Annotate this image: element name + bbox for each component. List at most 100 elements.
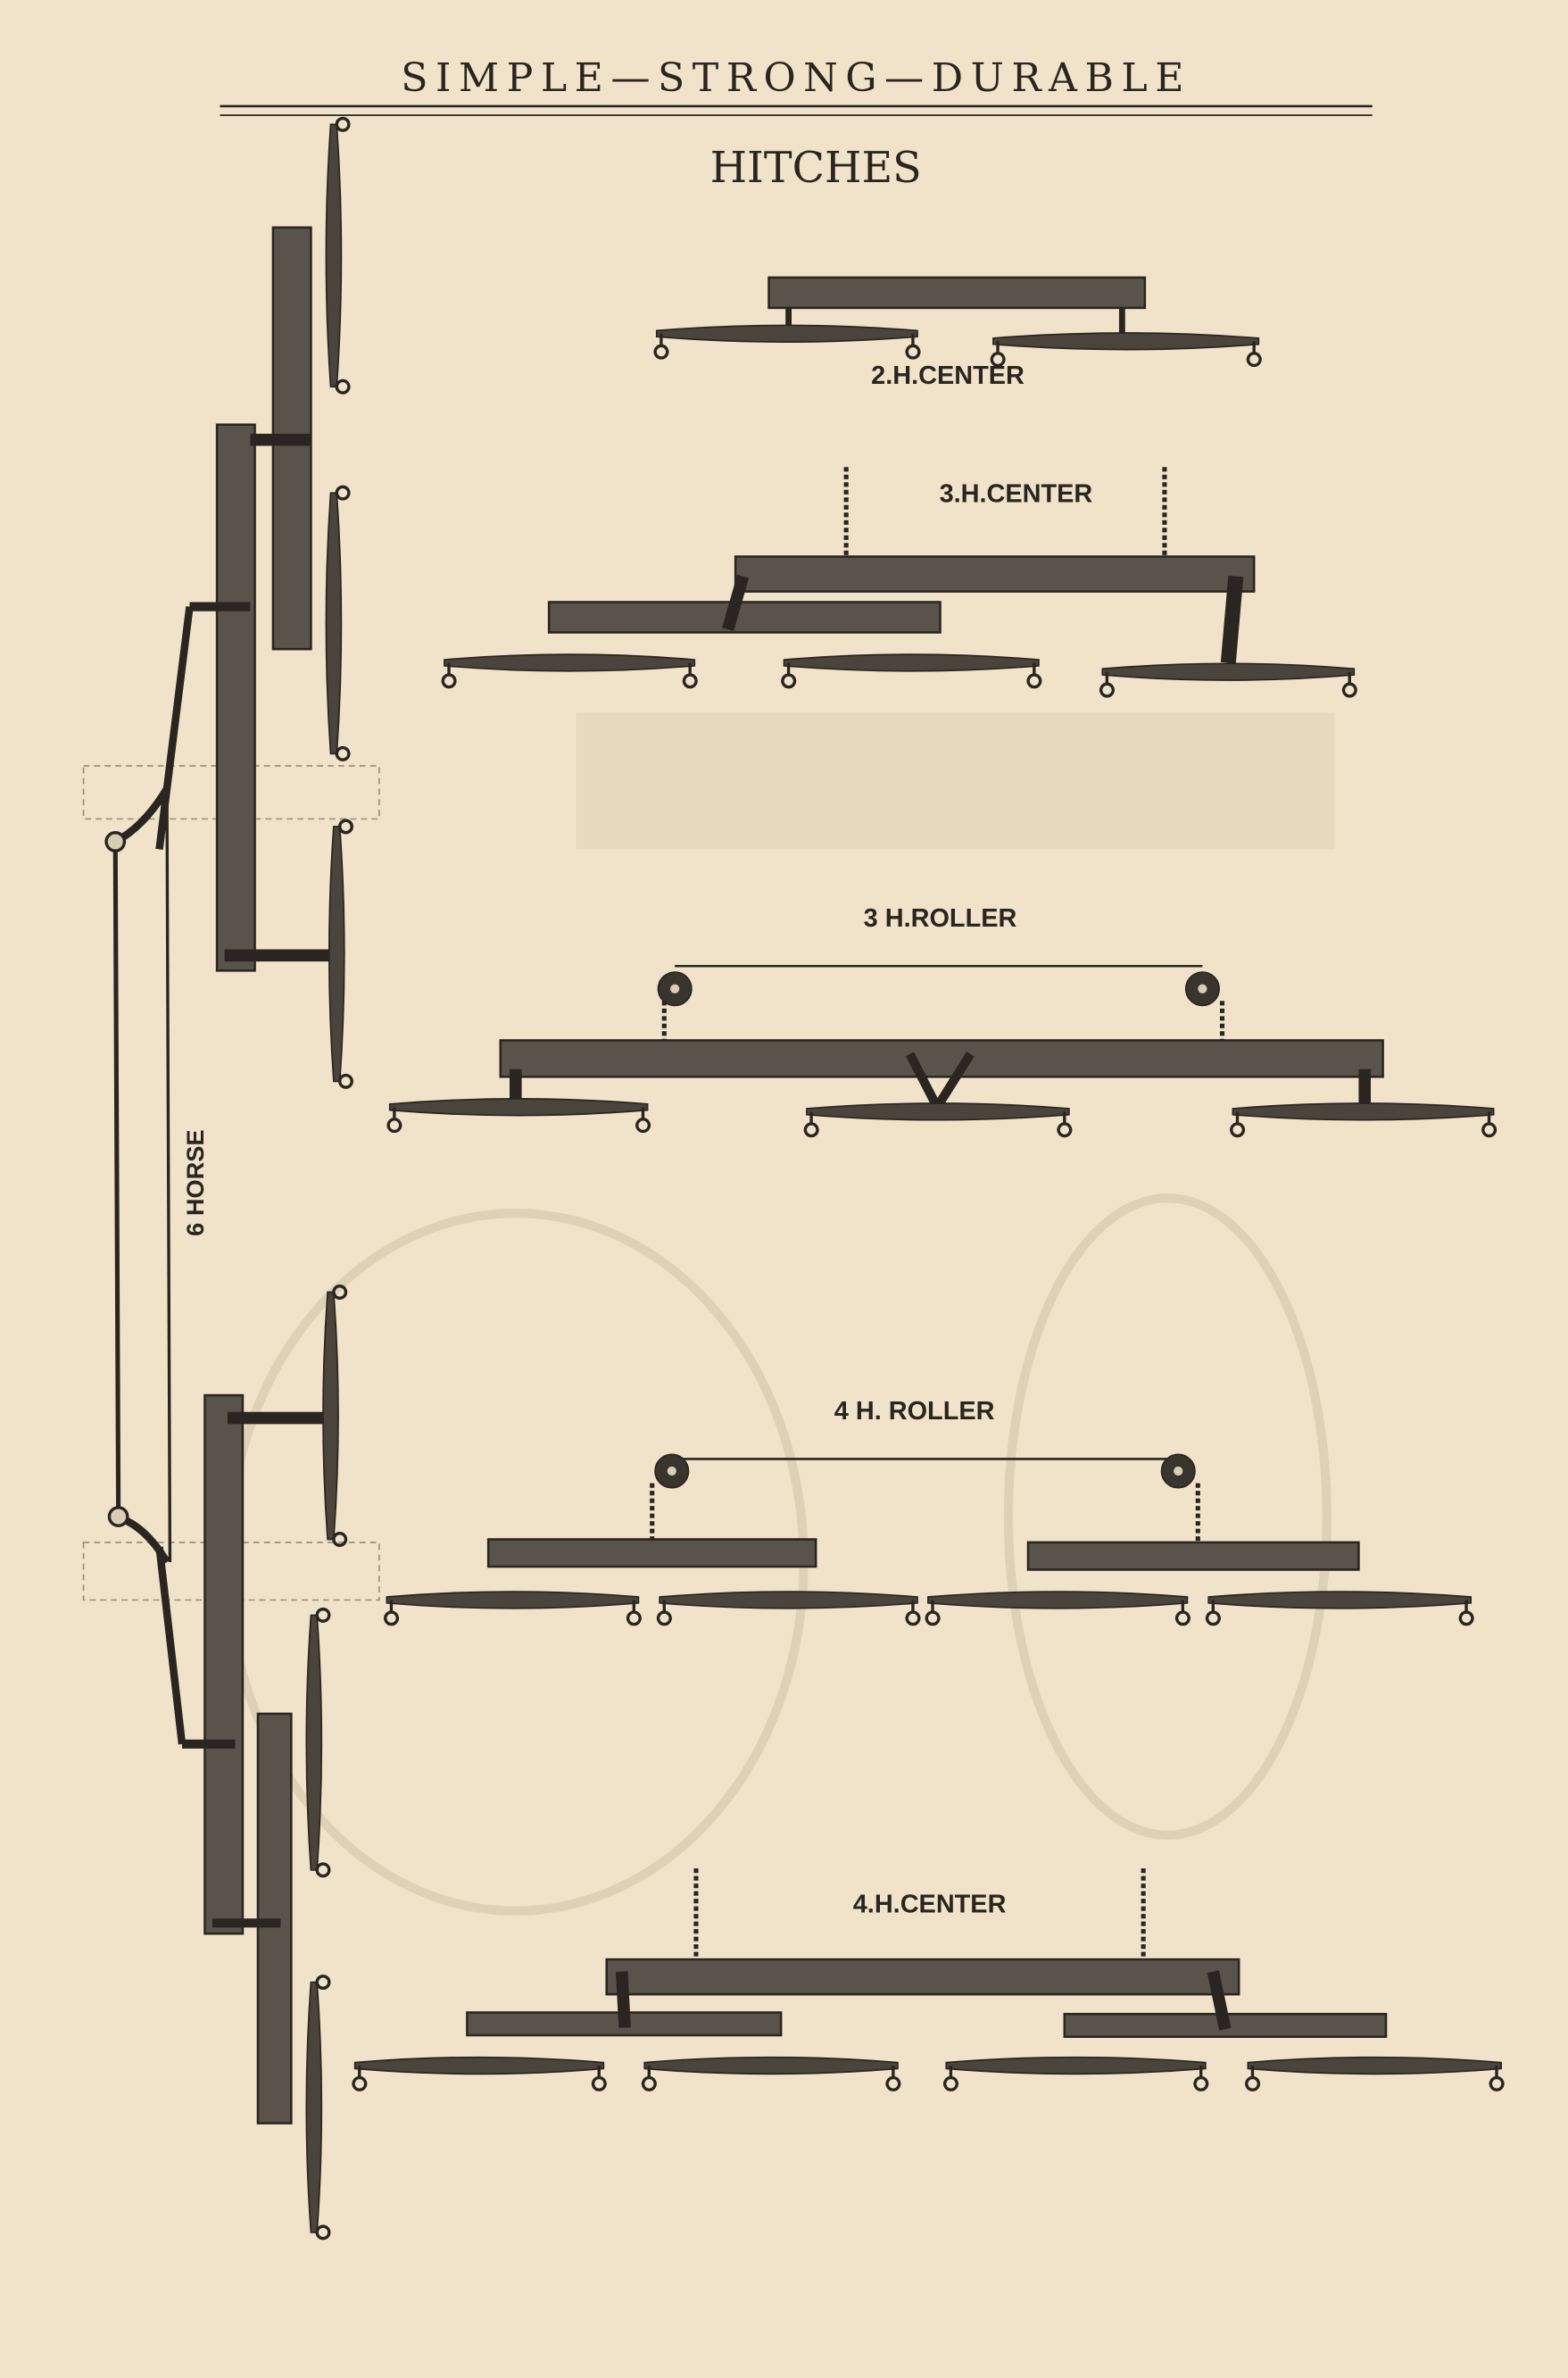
doubletree-bar <box>499 1039 1384 1078</box>
clevis-hook <box>905 333 921 360</box>
connecting-link <box>112 841 121 1517</box>
clevis-hook <box>781 662 797 689</box>
label-6-horse: 6 HORSE <box>181 1130 209 1236</box>
singletree <box>1101 662 1356 681</box>
clevis-hook <box>905 1600 921 1626</box>
clevis-hook <box>1174 1600 1191 1626</box>
label-4h-roller: 4 H. ROLLER <box>834 1397 995 1426</box>
singletree <box>328 826 345 1083</box>
singletree <box>1247 2056 1502 2075</box>
rocker-arm <box>113 786 170 1565</box>
page-title: HITCHES <box>710 144 922 193</box>
singletree <box>322 1291 339 1541</box>
clevis-hook <box>335 485 351 501</box>
doubletree-bar <box>1026 1541 1360 1571</box>
singletree <box>992 332 1260 351</box>
singletree <box>806 1102 1070 1121</box>
clevis-hook <box>1489 2066 1505 2091</box>
clevis-hook <box>384 1600 400 1626</box>
singletree <box>388 1098 649 1117</box>
clevis-hook <box>335 745 351 761</box>
singletree <box>927 1591 1189 1609</box>
clevis-hook <box>1026 662 1042 689</box>
clevis-hook <box>885 2066 901 2091</box>
clevis-hook <box>352 2066 368 2091</box>
clevis-hook <box>1341 671 1357 698</box>
singletree <box>444 653 696 672</box>
pivot <box>104 831 127 852</box>
pulley-hub <box>667 1466 676 1476</box>
label-3h-center: 3.H.CENTER <box>940 479 1093 508</box>
connecting-link <box>722 574 750 631</box>
clevis-hook <box>1245 2066 1261 2091</box>
label-4h-center: 4.H.CENTER <box>853 1890 1007 1918</box>
label-3h-roller: 3 H.ROLLER <box>864 904 1017 933</box>
clevis-hook <box>315 2224 331 2241</box>
clevis-hook <box>925 1600 941 1626</box>
singletree <box>655 324 918 343</box>
doubletree-bar <box>203 1393 245 1935</box>
singletree <box>1207 1591 1472 1609</box>
clevis-hook <box>338 819 353 835</box>
clevis-hook <box>441 662 457 689</box>
doubletree-bar <box>734 555 1256 593</box>
clevis-hook <box>626 1600 642 1626</box>
singletree <box>659 1591 918 1609</box>
clevis-hook <box>315 1862 331 1878</box>
connecting-link <box>615 1971 631 2028</box>
connecting-link <box>1220 575 1244 664</box>
running-title: SIMPLE—STRONG—DURABLE <box>401 55 1191 101</box>
clevis-hook <box>1205 1600 1221 1626</box>
wagon-pole-outline <box>82 765 380 820</box>
connecting-link <box>155 606 194 850</box>
singletree <box>305 1614 323 1871</box>
clevis-hook <box>942 2066 958 2091</box>
clevis-hook <box>1246 341 1262 368</box>
clevis-hook <box>332 1285 348 1301</box>
doubletree-bar <box>547 601 942 634</box>
singletree <box>305 1981 323 2233</box>
singletree <box>1232 1102 1495 1121</box>
clevis-hook <box>335 378 351 395</box>
clevis-hook <box>682 662 698 689</box>
singletree <box>353 2056 605 2075</box>
doubletree-bar <box>486 1538 817 1568</box>
clevis-hook <box>315 1607 331 1623</box>
clevis-hook <box>656 1600 672 1626</box>
pulley-hub <box>670 984 680 994</box>
pulley-hub <box>1174 1466 1183 1476</box>
clevis-hook <box>1193 2066 1209 2091</box>
singletree <box>945 2056 1207 2075</box>
connecting-link <box>1207 1970 1232 2031</box>
connecting-link <box>165 788 172 1562</box>
clevis-hook <box>641 2066 657 2091</box>
clevis-hook <box>1458 1600 1474 1626</box>
pulley-hub <box>1198 984 1207 994</box>
clevis-hook <box>335 116 351 132</box>
doubletree-bar <box>767 276 1147 310</box>
pivot <box>107 1506 129 1527</box>
doubletree-bar <box>605 1958 1240 1996</box>
clevis-hook <box>332 1531 348 1547</box>
clevis-hook <box>803 1111 819 1138</box>
clevis-hook <box>1230 1111 1246 1138</box>
clevis-hook <box>1481 1111 1497 1138</box>
show-through-ghost <box>222 712 1335 1916</box>
clevis-hook <box>990 341 1006 368</box>
doubletree-bar <box>215 423 256 972</box>
singletree <box>643 2056 899 2075</box>
clevis-hook <box>315 1975 331 1991</box>
clevis-hook <box>635 1107 651 1134</box>
singletree <box>783 653 1040 672</box>
connecting-link <box>905 1052 942 1110</box>
singletree <box>325 123 343 388</box>
connecting-link <box>933 1052 975 1110</box>
clevis-hook <box>1057 1111 1073 1138</box>
connecting-link <box>155 1546 187 1745</box>
singletree <box>325 492 343 755</box>
singletree <box>386 1591 640 1609</box>
clevis-hook <box>591 2066 607 2091</box>
clevis-hook <box>653 333 669 360</box>
